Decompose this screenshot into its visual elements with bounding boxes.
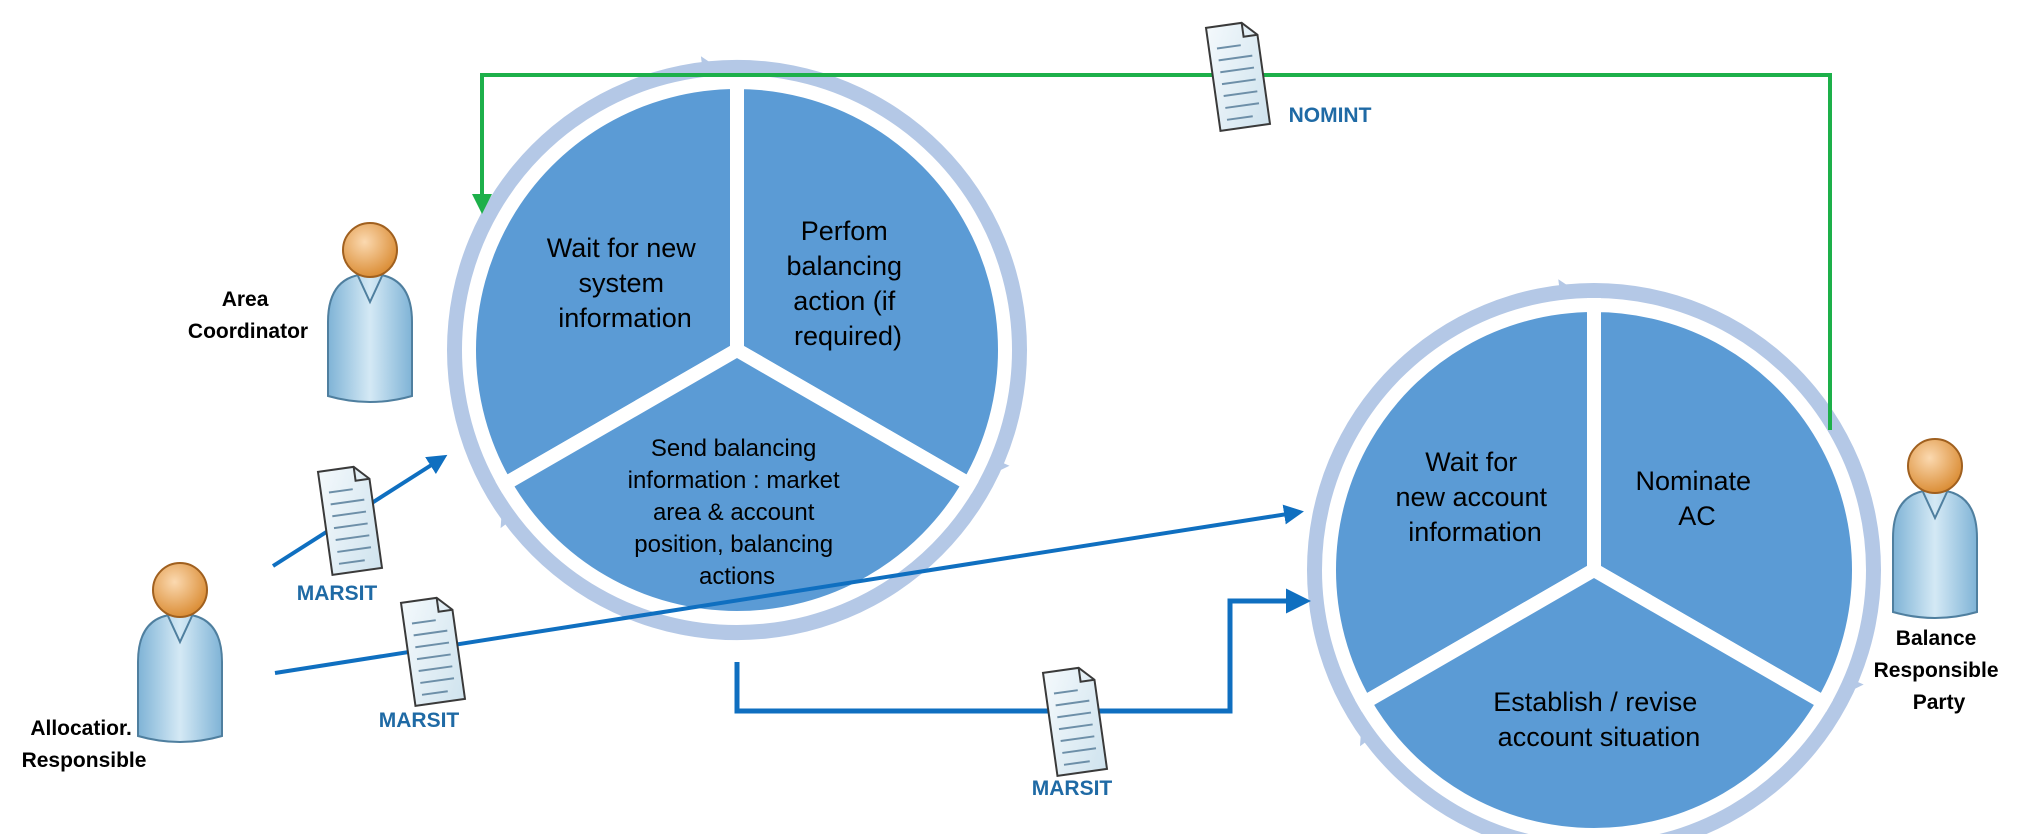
cycle-right-wait-line-1: Wait for: [1425, 447, 1517, 477]
area-coordinator-label: Area Coordinator: [188, 288, 308, 343]
cycle-right-nominate-line-2: AC: [1678, 501, 1716, 531]
marsit-label-1: MARSIT: [297, 582, 378, 605]
cycle-right-establish-line-2: account situation: [1498, 722, 1701, 752]
marsit-document-icon-2: [399, 596, 467, 707]
cycle-right-establish-line-1: Establish / revise: [1493, 687, 1697, 717]
marsit-label-2: MARSIT: [379, 709, 460, 732]
area-coordinator-label-line-1: Area: [222, 288, 269, 311]
marsit-label-3: MARSIT: [1032, 777, 1113, 800]
cycle-right-wait-line-3: information: [1408, 517, 1542, 547]
nomint-label: NOMINT: [1289, 104, 1372, 127]
marsit-flow-between-cycles: [734, 588, 1311, 714]
marsit-document-icon-1: [316, 465, 384, 576]
cycle-right-nominate-text: Nominate AC: [1635, 466, 1758, 531]
balance-responsible-party-person-icon: [1892, 438, 1978, 619]
cycle-left-perform-line-1: Perfom: [801, 216, 888, 246]
area-coordinator-label-line-2: Coordinator: [188, 320, 308, 343]
cycle-left-send-line-3: area & account: [653, 499, 815, 526]
cycle-left-segment-send: [495, 341, 979, 626]
cycle-left-perform-text: Perfom balancing action (if required): [786, 216, 909, 351]
nomint-document-icon: [1204, 21, 1272, 132]
cycle-left-send-line-2: information : market: [628, 467, 840, 494]
area-coordinator-person-icon: [327, 222, 413, 403]
cycle-left-wait-line-3: information: [558, 303, 692, 333]
cycle-right-segment-establish: [1354, 561, 1834, 834]
cycle-right-establish-text: Establish / revise account situation: [1493, 687, 1705, 752]
cycle-left-wait-text: Wait for new system information: [547, 233, 704, 333]
allocation-responsible-label-line-2: Responsible: [22, 749, 147, 772]
cycle-right-wait-line-2: new account: [1395, 482, 1547, 512]
allocation-responsible-label-line-1: Allocatior.: [30, 717, 132, 740]
cycle-left-send-line-5: actions: [699, 563, 775, 590]
cycle-right-nominate-line-1: Nominate: [1635, 466, 1751, 496]
balance-responsible-party-label-line-2: Responsible: [1874, 659, 1999, 682]
balance-responsible-party-label-line-1: Balance: [1896, 627, 1977, 650]
cycle-left-send-line-1: Send balancing: [651, 435, 816, 462]
cycle-right-wait-text: Wait for new account information: [1395, 447, 1554, 547]
allocation-responsible-person-icon: [137, 562, 223, 743]
balance-responsible-party-label: Balance Responsible Party: [1874, 627, 2005, 714]
nomint-flow: [472, 73, 1832, 430]
cycle-left-perform-line-3: action (if: [793, 286, 896, 316]
marsit-document-icon-3: [1041, 666, 1109, 777]
cycle-left: Wait for new system information Perfom b…: [446, 56, 1028, 641]
cycle-left-send-text: Send balancing information : market area…: [628, 435, 847, 590]
cycle-left-perform-line-4: required): [794, 321, 902, 351]
cycle-left-perform-line-2: balancing: [786, 251, 902, 281]
cycle-right: Wait for new account information Nominat…: [1307, 279, 1881, 834]
balance-responsible-party-label-line-3: Party: [1913, 691, 1966, 714]
cycle-left-wait-line-2: system: [578, 268, 664, 298]
allocation-responsible-label: Allocatior. Responsible: [22, 717, 147, 772]
cycle-left-send-line-4: position, balancing: [634, 531, 833, 558]
cycle-left-wait-line-1: Wait for new: [547, 233, 697, 263]
